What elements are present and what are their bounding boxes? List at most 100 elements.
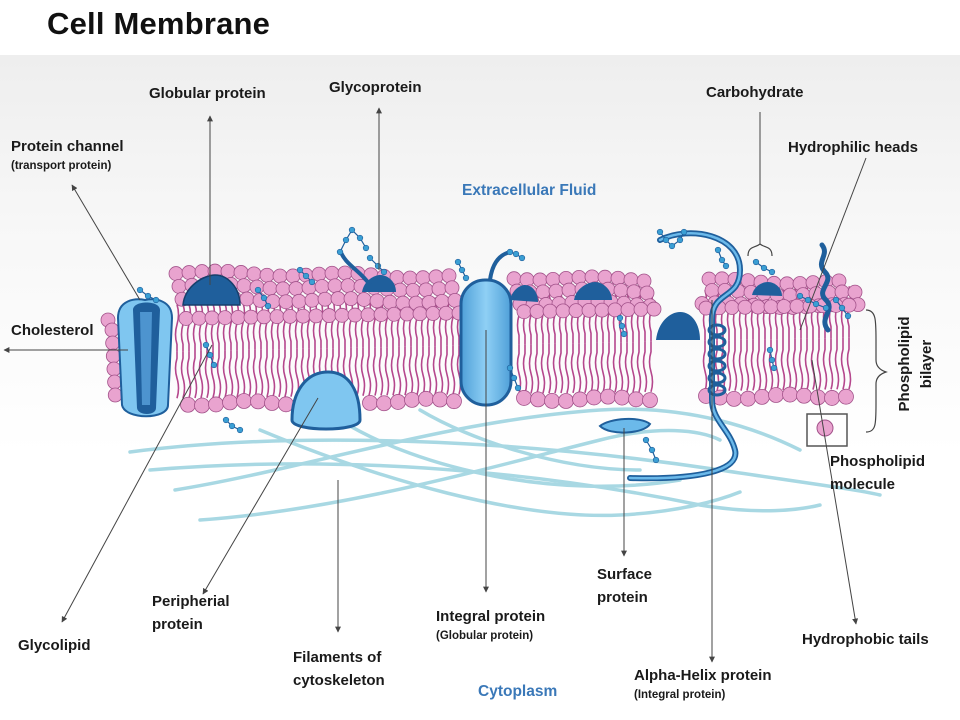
lipid-tail <box>846 337 852 390</box>
lipid-head <box>613 282 629 298</box>
lipid-tail <box>546 343 552 394</box>
lipid-head <box>529 304 545 319</box>
helix-coil <box>707 359 727 373</box>
lipid-tail <box>804 338 810 390</box>
lipid-tail <box>426 346 432 396</box>
carb-bead <box>506 364 514 372</box>
lipid-tail <box>174 304 180 352</box>
carb-bead <box>348 226 356 234</box>
carb-bead <box>760 264 768 272</box>
lipid-head <box>324 265 340 281</box>
lipid-tail <box>324 300 330 349</box>
lipid-tail <box>540 343 546 394</box>
lipid-head <box>104 322 120 338</box>
lipid-head <box>288 281 304 296</box>
lipid-head <box>516 304 532 320</box>
lipid-tail <box>372 347 378 396</box>
carb-bead <box>668 242 676 250</box>
lipid-head <box>535 284 551 300</box>
lipid-head <box>356 292 372 307</box>
lipid-head <box>768 387 784 403</box>
lipid-head <box>628 391 644 408</box>
label-alpha-helix-sub: (Integral protein) <box>634 689 726 701</box>
lipid-head <box>542 303 558 319</box>
lipid-head <box>311 266 327 282</box>
lipid-tail <box>222 302 228 351</box>
carb-bead <box>812 300 820 308</box>
carb-bead <box>514 384 522 392</box>
lipid-head <box>782 386 798 403</box>
carb-bead <box>652 456 660 464</box>
lipid-head <box>506 271 522 287</box>
label-surface-protein-2: protein <box>597 589 648 606</box>
lipid-head <box>243 309 259 325</box>
lipid-head <box>291 293 307 309</box>
lipid-tail <box>798 338 804 391</box>
label-phospholipid-bilayer: Phospholipid bilayer <box>894 316 938 412</box>
lipid-head <box>418 390 434 407</box>
page-title: Cell Membrane <box>47 6 271 41</box>
lipid-head <box>191 310 207 326</box>
lipid-head <box>530 391 546 408</box>
lipid-tail <box>246 302 252 350</box>
carb-bead <box>642 436 650 444</box>
lipid-tail <box>750 339 756 391</box>
lipid-head <box>633 301 649 317</box>
lipid-head <box>304 292 320 308</box>
lipid-head <box>607 302 623 318</box>
lipid-tail <box>840 337 846 390</box>
lipid-head <box>282 308 298 324</box>
lipid-tail <box>276 349 282 398</box>
lipid-head <box>639 285 655 301</box>
cytoskeleton-filaments <box>128 407 882 522</box>
lipid-head <box>561 282 577 298</box>
lipid-tail <box>210 350 216 398</box>
lipid-head <box>262 280 278 296</box>
lipid-tail <box>444 345 450 395</box>
lipid-tail <box>576 343 582 394</box>
carb-bead <box>236 426 244 434</box>
carb-bead <box>796 292 804 300</box>
lipid-tail <box>648 341 654 393</box>
lipid-head <box>586 389 602 406</box>
lipid-head <box>415 270 431 286</box>
lipid-head <box>432 391 448 408</box>
lipid-tail <box>348 299 354 348</box>
lipid-head <box>789 298 805 314</box>
lipid-tail <box>240 302 246 351</box>
carb-bead <box>722 262 730 270</box>
carb-bead <box>768 356 776 364</box>
carb-bead <box>844 312 852 320</box>
lipid-tail <box>306 300 312 349</box>
lipid-tail <box>204 350 210 399</box>
label-filaments-1: Filaments of <box>293 649 382 666</box>
glycoprotein-stalk-2 <box>488 250 511 281</box>
lipid-tail <box>600 342 606 393</box>
carb-bead <box>222 416 230 424</box>
label-globular-protein: Globular protein <box>149 85 266 102</box>
carb-bead <box>454 258 462 266</box>
label-extracellular-fluid: Extracellular Fluid <box>462 182 597 199</box>
lipid-tail <box>234 350 240 398</box>
lipid-head <box>373 307 389 322</box>
lipid-head <box>222 394 238 411</box>
carb-bead <box>374 262 382 270</box>
lipid-tail <box>780 339 786 391</box>
lipid-tail <box>354 299 360 348</box>
lipid-head <box>105 335 121 351</box>
lipid-head <box>317 291 333 307</box>
lipid-tail <box>192 303 198 351</box>
lipid-tail <box>384 347 390 396</box>
lipid-tail <box>252 349 258 398</box>
lipid-tail <box>264 301 270 350</box>
lipid-head <box>343 291 359 307</box>
lipid-tail <box>450 345 456 395</box>
lipid-head <box>614 389 630 406</box>
lipid-tail <box>834 337 840 390</box>
carb-bead <box>714 246 722 254</box>
lipid-head <box>444 280 460 296</box>
lipid-head <box>105 348 121 364</box>
lipid-tail <box>366 347 372 396</box>
helix-coil <box>707 347 727 361</box>
label-hydrophobic-tails: Hydrophobic tails <box>802 631 929 648</box>
